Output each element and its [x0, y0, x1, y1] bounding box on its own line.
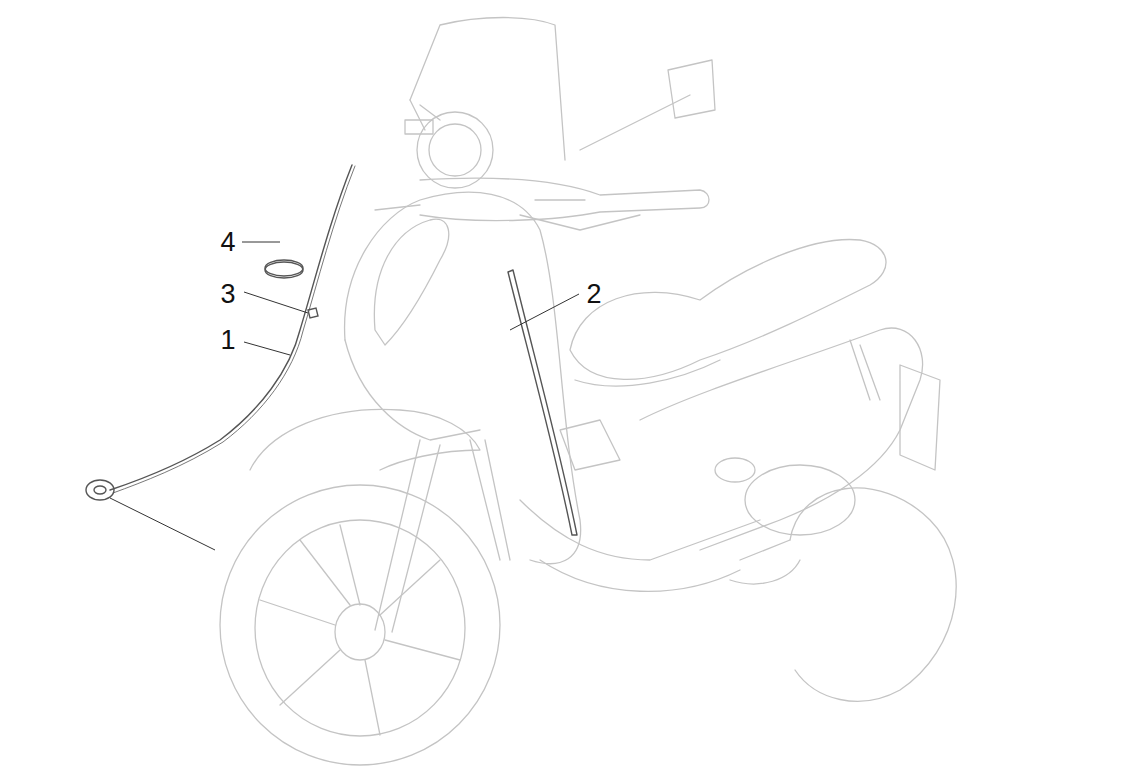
parts — [86, 165, 577, 535]
hub — [335, 604, 385, 660]
plate — [900, 365, 940, 470]
seat — [570, 240, 886, 380]
floorboard — [520, 500, 760, 591]
levers — [520, 200, 640, 230]
leader-lines — [110, 242, 579, 550]
leader-line — [110, 498, 215, 550]
band-clamp-edge — [265, 262, 303, 278]
leg-shield — [345, 192, 581, 563]
leader-line — [510, 294, 579, 330]
callout-number: 1 — [213, 327, 243, 354]
callout-number: 3 — [213, 281, 243, 308]
shield-inset — [374, 219, 448, 345]
trim-strip — [508, 270, 577, 535]
windshield-mount — [410, 100, 440, 130]
rear-wheel — [790, 488, 956, 701]
clip — [308, 308, 318, 318]
headlight-inner — [429, 124, 481, 176]
cable — [110, 165, 352, 490]
stand — [730, 540, 800, 584]
fork — [375, 440, 440, 632]
callout-number: 4 — [213, 229, 243, 256]
right-mirror — [668, 60, 715, 118]
cable-edge — [113, 166, 355, 493]
rear-body — [640, 328, 923, 550]
headlight — [417, 112, 493, 188]
seat-base — [575, 360, 720, 386]
shield-lower — [345, 340, 480, 440]
front-tire — [220, 485, 500, 765]
shock — [850, 340, 880, 400]
leader-line — [242, 242, 280, 243]
windshield — [410, 18, 565, 161]
engine-cover — [745, 465, 855, 535]
front-rim — [255, 520, 465, 736]
grille — [470, 440, 510, 560]
grommet-hole — [94, 486, 106, 494]
front-fender — [250, 409, 480, 470]
leader-line — [244, 342, 290, 355]
grommet — [86, 480, 114, 500]
spokes — [260, 525, 460, 735]
leader-line — [244, 292, 308, 313]
engine-detail — [715, 458, 755, 482]
left-mirror — [405, 120, 433, 134]
callout-number: 2 — [579, 281, 609, 308]
handlebar — [375, 178, 709, 220]
scooter-outline — [220, 18, 956, 766]
